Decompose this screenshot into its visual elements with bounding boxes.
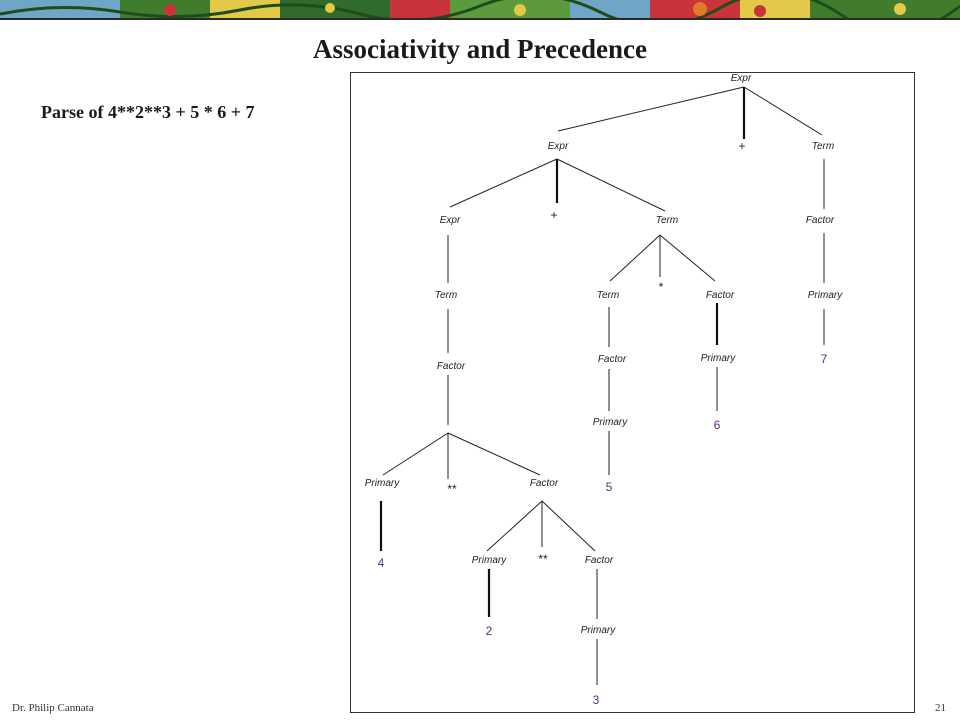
edge-factor-primary4 <box>486 500 543 552</box>
edge-factor-factor2 <box>541 500 596 552</box>
edge-factor-primary3 <box>382 432 449 476</box>
edge-expr-term <box>743 86 823 136</box>
tree-node-multiply-operator: * <box>659 280 664 294</box>
banner-graphic <box>0 0 960 20</box>
tree-node-primary: Primary <box>808 290 843 301</box>
parse-tree-diagram: Expr Expr + Term Expr + Term Factor Term… <box>365 73 843 707</box>
tree-node-expr: Expr <box>440 215 461 226</box>
tree-node-expr: Expr <box>548 141 569 152</box>
edge-term-factor2 <box>659 234 716 282</box>
tree-node-primary: Primary <box>472 555 507 566</box>
tree-node-plus-operator: + <box>738 139 745 153</box>
tree-node-term: Term <box>597 290 619 301</box>
edge-expr-expr <box>557 86 745 132</box>
tree-node-term: Term <box>435 290 457 301</box>
page-number: 21 <box>935 702 946 714</box>
tree-node-expr: Expr <box>731 73 752 84</box>
tree-node-primary: Primary <box>365 478 400 489</box>
edge-expr2-term <box>556 158 666 212</box>
edge-term-term <box>609 234 661 282</box>
tree-node-plus-operator: + <box>550 208 557 222</box>
tree-node-factor: Factor <box>806 215 835 226</box>
tree-leaf-seven: 7 <box>821 352 828 366</box>
tree-node-primary: Primary <box>581 625 616 636</box>
slide-title: Associativity and Precedence <box>313 34 647 64</box>
tree-node-primary: Primary <box>593 417 628 428</box>
parse-tree-frame: Expr Expr + Term Expr + Term Factor Term… <box>350 72 915 713</box>
tree-edges <box>379 86 825 685</box>
tree-node-term: Term <box>812 141 834 152</box>
author-footer: Dr. Philip Cannata <box>12 702 94 714</box>
tree-leaf-six: 6 <box>714 418 721 432</box>
tree-node-power-operator: ** <box>447 482 457 496</box>
tree-node-term: Term <box>656 215 678 226</box>
tree-leaf-five: 5 <box>606 480 613 494</box>
tree-leaf-four: 4 <box>378 556 385 570</box>
tree-leaf-three: 3 <box>593 693 600 707</box>
stained-glass-banner <box>0 0 960 20</box>
tree-node-factor: Factor <box>585 555 614 566</box>
edge-expr2-expr3 <box>449 158 558 208</box>
parse-subtitle: Parse of 4**2**3 + 5 * 6 + 7 <box>41 102 255 122</box>
edge-factor-factor <box>447 432 541 476</box>
tree-node-factor: Factor <box>598 354 627 365</box>
tree-node-primary: Primary <box>701 353 736 364</box>
tree-node-factor: Factor <box>706 290 735 301</box>
tree-node-power-operator: ** <box>538 552 548 566</box>
tree-node-factor: Factor <box>437 361 466 372</box>
tree-node-factor: Factor <box>530 478 559 489</box>
tree-leaf-two: 2 <box>486 624 493 638</box>
